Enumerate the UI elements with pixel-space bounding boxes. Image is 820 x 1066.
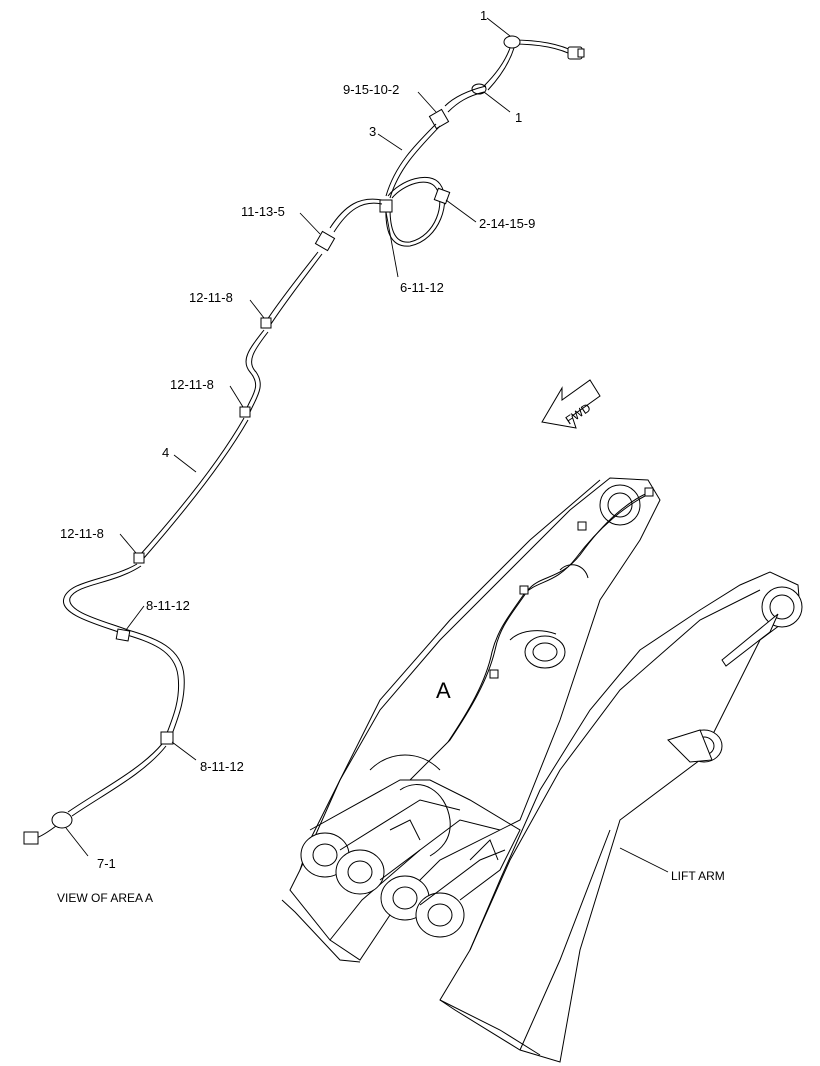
top-connector-plug: [577, 48, 585, 58]
clip-12-11-8-a: [260, 317, 272, 329]
clip-11-13-5: [314, 230, 336, 252]
forward-arrow: FWD: [541, 379, 601, 429]
lift-arm-label: LIFT ARM: [671, 869, 725, 883]
callout-12-11-8-a: 12-11-8: [189, 290, 233, 305]
clip-9-15-10-2: [428, 108, 450, 130]
callout-4: 4: [162, 445, 169, 460]
wiring-harness: [23, 35, 585, 845]
callout-8-11-12-b: 8-11-12: [200, 759, 244, 774]
callout-7-1: 7-1: [97, 856, 116, 871]
right-lift-arm: LIFT ARM: [439, 571, 803, 1063]
callout-1-top: 1: [480, 8, 487, 23]
callout-1-right: 1: [515, 110, 522, 125]
callout-12-11-8-b: 12-11-8: [170, 377, 214, 392]
clip-12-11-8-c: [133, 552, 145, 564]
view-caption: VIEW OF AREA A: [57, 891, 153, 905]
clip-2-14-15-9: [433, 187, 451, 205]
clip-8-11-12-a: [115, 628, 131, 642]
callouts: 1 1 9-15-10-2 3 11-13-5 2-14-15-9 6-11-1…: [60, 8, 535, 871]
clip-1-top: [503, 35, 521, 49]
clip-7-1: [51, 811, 73, 829]
area-a-label: A: [436, 678, 451, 703]
callout-6-11-12: 6-11-12: [400, 280, 444, 295]
left-lift-arm: A: [281, 477, 661, 963]
clip-8-11-12-b: [160, 731, 174, 745]
callout-2-14-15-9: 2-14-15-9: [479, 216, 535, 231]
callout-3: 3: [369, 124, 376, 139]
callout-12-11-8-c: 12-11-8: [60, 526, 104, 541]
callout-8-11-12-a: 8-11-12: [146, 598, 190, 613]
clip-6-11-12: [379, 199, 393, 213]
callout-9-15-10-2: 9-15-10-2: [343, 82, 399, 97]
leader-lines: [65, 17, 511, 857]
bottom-connector: [23, 831, 39, 845]
clip-12-11-8-b: [239, 406, 251, 418]
callout-11-13-5: 11-13-5: [241, 204, 285, 219]
